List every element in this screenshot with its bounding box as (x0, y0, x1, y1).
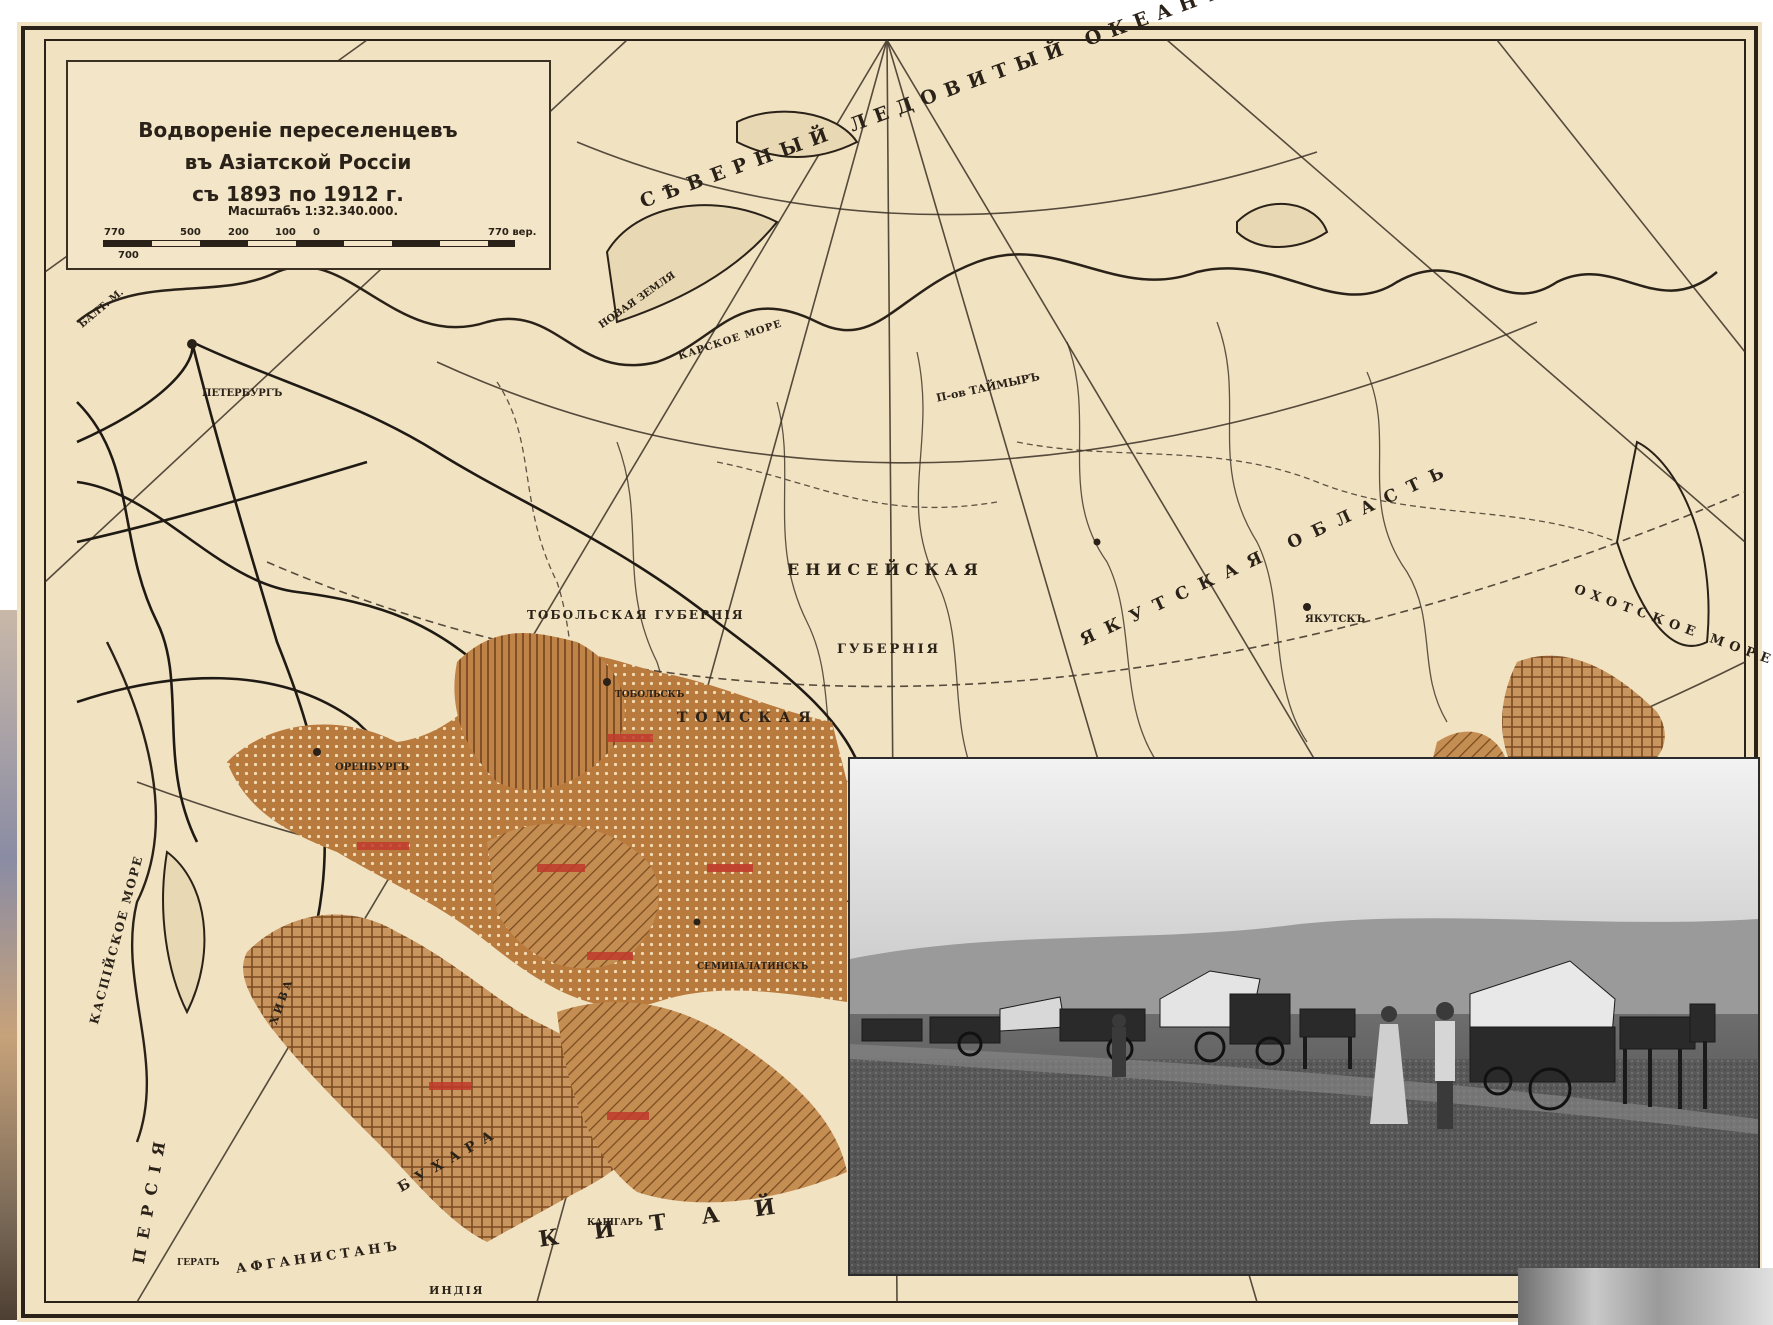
label-tobolsk-gubernia: ТОБОЛЬСКАЯ ГУБЕРНІЯ (527, 608, 745, 622)
scale-tick: 770 (104, 227, 125, 238)
map-legend: Водвореніе переселенцевъ въ Азіатской Ро… (66, 60, 551, 270)
photo-drawing (850, 759, 1758, 1274)
scale-tick: 700 (118, 250, 139, 261)
label-kashgar: КАШГАРЪ (587, 1218, 643, 1228)
label-herat: ГЕРАТЪ (177, 1258, 220, 1268)
label-tobolsk-city: ТОБОЛЬСКЪ (615, 690, 685, 700)
label-yakutsk-city: ЯКУТСКЪ (1305, 614, 1366, 625)
map-drawing (21, 26, 1758, 1318)
corner-photo-fragment (1518, 1268, 1773, 1325)
label-petersburg: ПЕТЕРБУРГЪ (202, 388, 283, 399)
scale-tick: 0 (313, 227, 320, 238)
background-photo-strip (0, 610, 17, 1320)
label-yenisei: ЕНИСЕЙСКАЯ (787, 560, 984, 579)
label-india: ИНДІЯ (429, 1284, 485, 1297)
legend-title: Водвореніе переселенцевъ въ Азіатской Ро… (138, 118, 458, 206)
scale-bar (103, 240, 515, 247)
scale-tick: 200 (228, 227, 249, 238)
label-tomsk: ТОМСКАЯ (677, 710, 819, 726)
scale-label: Масштабъ 1:32.340.000. (227, 204, 399, 218)
scale-tick: 100 (275, 227, 296, 238)
wagon-train-photo (848, 757, 1760, 1276)
scale-tick: 770 вер. (488, 227, 537, 238)
label-orenburg: ОРЕНБУРГЪ (335, 762, 409, 773)
label-semipalatinsk: СЕМИПАЛАТИНСКЪ (697, 962, 809, 972)
scale-tick: 500 (180, 227, 201, 238)
label-yenisei-gubernia: ГУБЕРНІЯ (837, 642, 942, 657)
